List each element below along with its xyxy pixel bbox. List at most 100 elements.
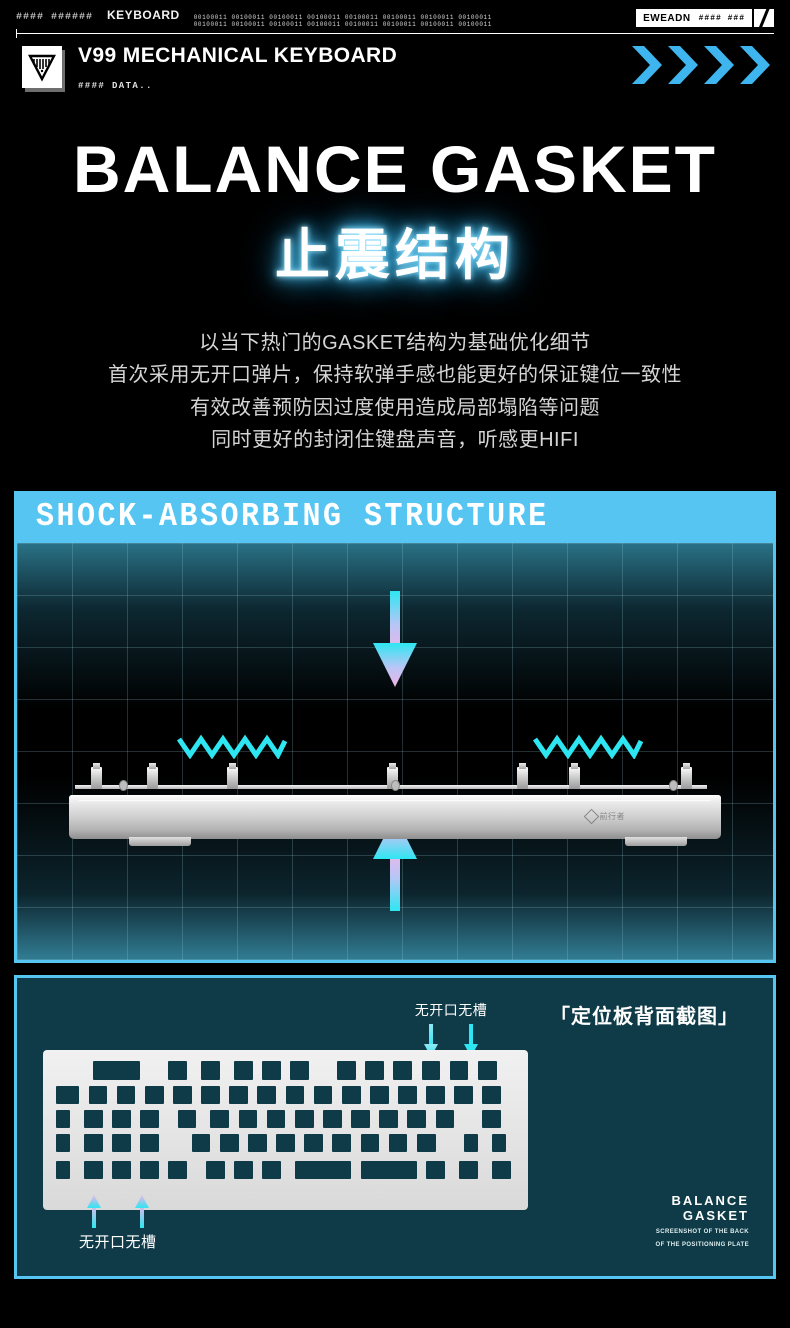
diagonal-slash-icon	[754, 9, 774, 27]
plate-cutout	[463, 1133, 478, 1153]
case-screw-hole	[119, 779, 128, 791]
banner-title: SHOCK-ABSORBING STRUCTURE	[36, 497, 549, 536]
plate-cutout	[238, 1109, 258, 1129]
plate-cutout	[191, 1133, 211, 1153]
plate-cutout	[88, 1085, 108, 1104]
keyboard-case	[69, 794, 721, 839]
plate-cutout	[233, 1061, 253, 1080]
plate-cutout	[304, 1133, 323, 1153]
plate-cutout	[294, 1109, 314, 1129]
keyboard-brand-mark: 前行者	[583, 808, 626, 824]
plate-cutout	[144, 1085, 164, 1104]
key-switch	[147, 762, 158, 789]
plate-cutout	[140, 1160, 159, 1180]
hero-title-en: BALANCE GASKET	[72, 132, 717, 206]
arrow-down-icon	[369, 590, 421, 696]
topbar-divider	[16, 29, 774, 38]
plate-cutout	[140, 1109, 159, 1129]
arrow-up-icon	[134, 1194, 149, 1228]
plate-cutout	[407, 1109, 427, 1129]
plate-cutout	[426, 1085, 445, 1104]
plate-cutout	[398, 1085, 417, 1104]
plate-logo-sub-1: SCREENSHOT OF THE BACK	[655, 1228, 749, 1235]
header-text-group: V99 MECHANICAL KEYBOARD #### DATA..	[78, 42, 397, 91]
cross-section-panel: 前行者	[14, 542, 776, 963]
plate-cutout	[116, 1085, 136, 1104]
topbar-right-group: EWEADN #### ###	[636, 9, 774, 27]
plate-cutout	[351, 1109, 370, 1129]
hero-title-cn: 止震结构	[274, 224, 515, 286]
plate-cutout	[459, 1160, 478, 1180]
description-line: 有效改善预防因过度使用造成局部塌陷等问题	[190, 396, 600, 419]
arrow-up-icon	[86, 1194, 101, 1228]
plate-note-top: 无开口无槽	[405, 1000, 497, 1058]
plate-cutout-spacebar	[294, 1160, 352, 1180]
plate-cutout-spacebar	[360, 1160, 417, 1180]
plate-cutout	[111, 1133, 131, 1153]
plate-logo-line-1: BALANCE	[671, 1193, 749, 1209]
plate-cutout	[482, 1109, 502, 1129]
plate-cutout	[168, 1160, 187, 1180]
plate-cutout	[83, 1109, 103, 1129]
plate-cutout	[140, 1133, 159, 1153]
plate-cutout	[93, 1061, 141, 1080]
plate-cutout	[247, 1133, 267, 1153]
plate-cutout	[313, 1085, 333, 1104]
plate-cutout	[266, 1109, 286, 1129]
plate-cutout	[233, 1160, 253, 1180]
plate-cutout	[83, 1160, 103, 1180]
plate-cutout	[177, 1109, 197, 1129]
plate-cutout	[360, 1133, 380, 1153]
triangle-emblem-icon	[22, 46, 65, 92]
plate-cutout	[276, 1133, 295, 1153]
brand-chip: EWEADN #### ###	[636, 9, 752, 27]
plate-cutout	[388, 1133, 408, 1153]
plate-logo-sub-2: OF THE POSITIONING PLATE	[655, 1241, 749, 1248]
plate-cutout	[416, 1133, 436, 1153]
plate-cutout	[83, 1133, 103, 1153]
plate-cutout	[290, 1061, 309, 1080]
description-block: 以当下热门的GASKET结构为基础优化细节 首次采用无开口弹片，保持软弹手感也能…	[0, 327, 790, 457]
description-line: 同时更好的封闭住键盘声音，听感更HIFI	[211, 429, 579, 452]
zigzag-spring-icon	[532, 733, 644, 764]
case-screw-hole	[669, 779, 678, 791]
topbar-hash-text: #### ######	[16, 12, 94, 24]
description-line: 以当下热门的GASKET结构为基础优化细节	[199, 332, 591, 354]
plate-cutouts	[51, 1059, 520, 1201]
plate-cutout	[421, 1061, 441, 1080]
brand-hash-text: #### ###	[698, 13, 745, 23]
key-switch	[227, 762, 238, 789]
plate-cutout	[205, 1160, 225, 1180]
hero-section: BALANCE GASKET 止震结构	[0, 108, 790, 283]
plate-cutout	[111, 1109, 131, 1129]
plate-cutout	[229, 1085, 248, 1104]
topbar-keyboard-label: KEYBOARD	[107, 8, 180, 23]
case-foot	[129, 836, 191, 846]
plate-caption: 「定位板背面截图」	[550, 1005, 739, 1028]
binary-data-block: 00100011 00100011 00100011 00100011 0010…	[194, 14, 492, 28]
plate-cutout	[168, 1061, 187, 1080]
brand-diamond-icon	[583, 808, 599, 824]
keyboard-cross-section: 前行者	[69, 761, 721, 849]
plate-cutout	[393, 1061, 413, 1080]
page-title: V99 MECHANICAL KEYBOARD	[78, 44, 398, 67]
plate-cutout	[55, 1133, 70, 1153]
keyboard-brand-text: 前行者	[599, 811, 625, 821]
plate-cutout	[379, 1109, 399, 1129]
plate-cutout	[55, 1085, 80, 1104]
plate-cutout	[491, 1133, 506, 1153]
plate-cutout	[337, 1061, 356, 1080]
plate-cutout	[111, 1160, 131, 1180]
plate-cutout	[435, 1109, 455, 1129]
case-foot	[625, 836, 687, 846]
positioning-plate-image	[43, 1049, 528, 1210]
plate-cutout	[369, 1085, 389, 1104]
plate-cutout	[341, 1085, 361, 1104]
plate-cutout	[477, 1061, 497, 1080]
plate-cutout	[491, 1160, 511, 1180]
zigzag-spring-icon	[176, 733, 288, 764]
plate-note-bottom-arrows	[79, 1194, 157, 1228]
plate-cutout	[262, 1061, 281, 1080]
plate-cutout	[172, 1085, 192, 1104]
plate-cutout	[285, 1085, 305, 1104]
